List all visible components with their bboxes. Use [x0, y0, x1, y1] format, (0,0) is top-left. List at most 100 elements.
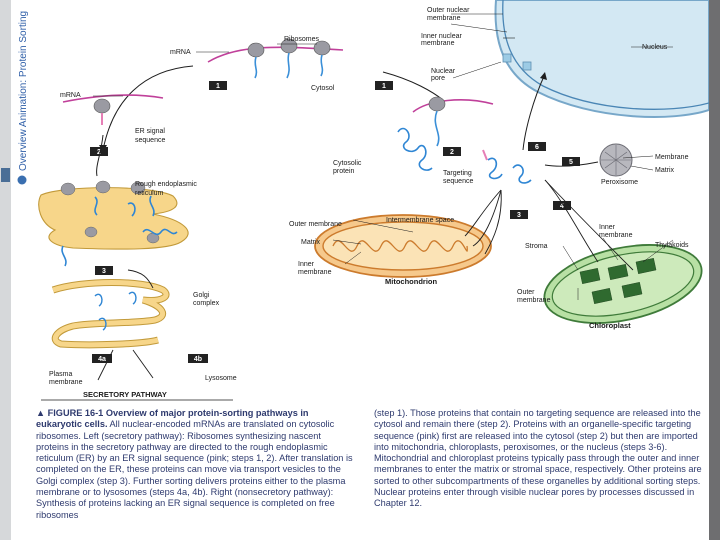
label-chloroplast: Chloroplast: [589, 321, 631, 330]
banner-title: Overview Animation: Protein Sorting: [17, 11, 29, 185]
step-number: 4: [560, 203, 564, 210]
step-number: 2: [450, 149, 454, 156]
label-rough-er-1: Rough endoplasmic: [135, 181, 197, 188]
step-number: 4a: [98, 356, 106, 363]
step-number: 3: [517, 212, 521, 219]
banner: [11, 0, 33, 196]
label-nucleus: Nucleus: [642, 44, 668, 51]
label-stroma: Stroma: [525, 243, 548, 250]
label-inner-nuclear-membrane-2: membrane: [421, 40, 455, 47]
label-peroxisome: Peroxisome: [601, 179, 638, 186]
caption-headline: Overview of major protein-sorting pathwa…: [36, 408, 309, 430]
golgi-complex: 4a 4b: [51, 269, 208, 381]
chloroplast: 4: [543, 179, 703, 324]
nucleus: [494, 0, 709, 118]
caption-body-left: All nuclear-encoded mRNAs are translated…: [36, 419, 353, 520]
label-inner-membrane-chloro-2: membrane: [599, 232, 633, 239]
label-inner-nuclear-membrane-1: Inner nuclear: [421, 33, 463, 40]
label-rough-er-2: reticulum: [135, 190, 164, 197]
bullet-marker-icon: [1, 168, 10, 182]
step-number: 4b: [194, 356, 202, 363]
protein-sorting-diagram: 1 1 2: [38, 0, 709, 401]
label-mitochondrion: Mitochondrion: [385, 277, 437, 286]
leader-lines: [93, 13, 674, 300]
step-badge: [510, 210, 528, 219]
label-plasma-membrane-2: membrane: [49, 379, 83, 386]
label-plasma-membrane-1: Plasma: [49, 371, 72, 378]
label-golgi-2: complex: [193, 300, 220, 307]
label-outer-membrane-chloro-2: membrane: [517, 297, 551, 304]
play-icon: [17, 175, 27, 185]
step-number: 1: [216, 83, 220, 90]
step-badge: [562, 157, 580, 166]
label-outer-nuclear-membrane-2: membrane: [427, 15, 461, 22]
label-membrane: Membrane: [655, 154, 689, 161]
step-badge: [95, 266, 113, 275]
label-intermembrane-space: Intermembrane space: [386, 217, 454, 224]
step-number: 1: [382, 83, 386, 90]
label-matrix-mito: Matrix: [301, 239, 321, 246]
label-nuclear-pore-1: Nuclear: [431, 68, 456, 75]
step-badge: [553, 201, 571, 210]
step-badge: [92, 354, 112, 363]
caption-right: (step 1). Those proteins that contain no…: [374, 408, 702, 509]
label-er-signal-1: ER signal: [135, 128, 165, 135]
label-cytosolic-protein-1: Cytosolic: [333, 160, 362, 167]
label-secretory-pathway: SECRETORY PATHWAY: [83, 390, 167, 399]
caption-left: ▲ FIGURE 16-1 Overview of major protein-…: [36, 408, 354, 521]
label-thylakoids: Thylakoids: [655, 242, 689, 249]
mitochondrion: 3: [314, 189, 528, 278]
label-er-signal-2: sequence: [135, 137, 165, 144]
label-cytosol: Cytosol: [311, 85, 335, 92]
free-ribosomes: [412, 96, 494, 147]
step-badge: [375, 81, 393, 90]
sidebar-band: [0, 0, 11, 540]
label-mrna-top: mRNA: [170, 49, 191, 56]
label-inner-membrane-mito-1: Inner: [298, 261, 315, 268]
step-number: 6: [535, 144, 539, 151]
label-inner-membrane-chloro-1: Inner: [599, 224, 616, 231]
step-badge: [188, 354, 208, 363]
label-matrix-peroxisome: Matrix: [655, 167, 675, 174]
step-badge: [443, 147, 461, 156]
step-number: 2: [97, 149, 101, 156]
er-ribosome: 2: [62, 94, 164, 177]
step-number: 3: [102, 268, 106, 275]
label-targeting-sequence-1: Targeting: [443, 170, 472, 177]
label-outer-membrane-mito: Outer membrane: [289, 221, 342, 228]
caption-figure-number: ▲ FIGURE 16-1: [36, 408, 104, 418]
label-golgi-1: Golgi: [193, 292, 210, 299]
label-ribosomes: Ribosomes: [284, 36, 320, 43]
cytosolic-proteins: 2: [397, 127, 532, 184]
label-outer-nuclear-membrane-1: Outer nuclear: [427, 7, 470, 14]
label-targeting-sequence-2: sequence: [443, 178, 473, 185]
label-cytosolic-protein-2: protein: [333, 168, 355, 175]
rough-endoplasmic-reticulum: 3: [38, 180, 189, 275]
banner-label: Overview Animation: Protein Sorting: [18, 11, 29, 171]
step-badge: [90, 147, 108, 156]
label-lysosome: Lysosome: [205, 375, 237, 382]
figure-caption: ▲ FIGURE 16-1 Overview of major protein-…: [36, 408, 702, 540]
label-mrna-left: mRNA: [60, 92, 81, 99]
step-badge: [209, 81, 227, 90]
label-inner-membrane-mito-2: membrane: [298, 269, 332, 276]
label-nuclear-pore-2: pore: [431, 75, 445, 82]
step-badge: [528, 142, 546, 151]
peroxisome: 5: [544, 143, 633, 177]
step-number: 5: [569, 159, 573, 166]
label-outer-membrane-chloro-1: Outer: [517, 289, 535, 296]
